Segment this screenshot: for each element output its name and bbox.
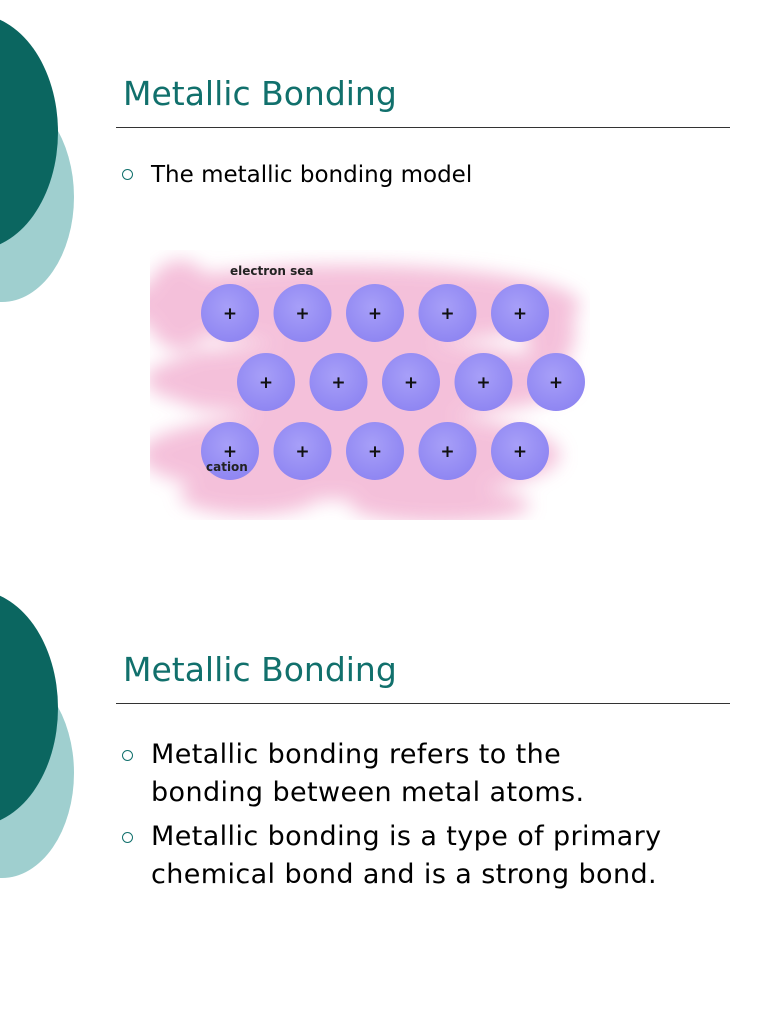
slide-title: Metallic Bonding [123, 74, 397, 113]
cation-ion [418, 422, 477, 480]
cation-ion [491, 422, 549, 480]
bullet-text: Metallic bonding is a type of primary ch… [151, 821, 662, 890]
plus-sign: + [513, 442, 527, 462]
bullet-item: Metallic bonding is a type of primary ch… [122, 818, 661, 894]
cation-ion [201, 284, 259, 342]
slide-1: Metallic Bonding The metallic bonding mo… [0, 14, 730, 520]
cation-ion [346, 284, 404, 342]
electron-sea-blob [170, 350, 250, 410]
plus-sign: + [223, 304, 237, 324]
plus-sign: + [368, 304, 382, 324]
electron-sea-label: electron sea [230, 264, 314, 278]
slide-2: Metallic Bonding Metallic bonding refers… [0, 576, 768, 1024]
bullet-item: The metallic bonding model [122, 160, 472, 190]
plus-sign: + [513, 304, 527, 324]
plus-sign: + [223, 442, 237, 462]
bullet-text: Metallic bonding refers to the bonding b… [151, 739, 585, 808]
plus-sign: + [440, 442, 454, 462]
cation-lattice: + + + + + + + + + + + + + + + [201, 284, 585, 480]
bullet-circle-icon [122, 832, 133, 843]
plus-sign: + [295, 304, 309, 324]
plus-sign: + [404, 373, 418, 393]
plus-sign: + [295, 442, 309, 462]
title-divider [116, 127, 730, 128]
cation-ion [309, 353, 368, 411]
cation-ion [527, 353, 585, 411]
bullet-text: The metallic bonding model [151, 162, 473, 188]
bullet-list: Metallic bonding refers to the bonding b… [122, 736, 661, 900]
cation-ion [273, 284, 332, 342]
cation-ion [346, 422, 404, 480]
cation-ion [273, 422, 332, 480]
cation-ion [201, 422, 259, 480]
bullet-circle-icon [122, 169, 133, 180]
cation-ion [418, 284, 477, 342]
plus-sign: + [440, 304, 454, 324]
plus-sign: + [368, 442, 382, 462]
cation-ion [491, 284, 549, 342]
plus-sign: + [476, 373, 490, 393]
cation-ion [382, 353, 440, 411]
cation-ion [237, 353, 295, 411]
metallic-bonding-diagram: + + + + + + + + + + + + + + + electron sea cation [150, 260, 585, 520]
plus-sign: + [549, 373, 563, 393]
cation-ion [454, 353, 513, 411]
plus-sign: + [259, 373, 273, 393]
bullet-list: The metallic bonding model [122, 160, 472, 190]
electron-sea-blob [350, 487, 530, 520]
slide-title: Metallic Bonding [123, 650, 397, 689]
bullet-item: Metallic bonding refers to the bonding b… [122, 736, 661, 812]
electron-sea-blob [180, 475, 320, 515]
plus-sign: + [331, 373, 345, 393]
cation-label: cation [206, 460, 248, 474]
bullet-circle-icon [122, 750, 133, 761]
title-divider [116, 703, 730, 704]
